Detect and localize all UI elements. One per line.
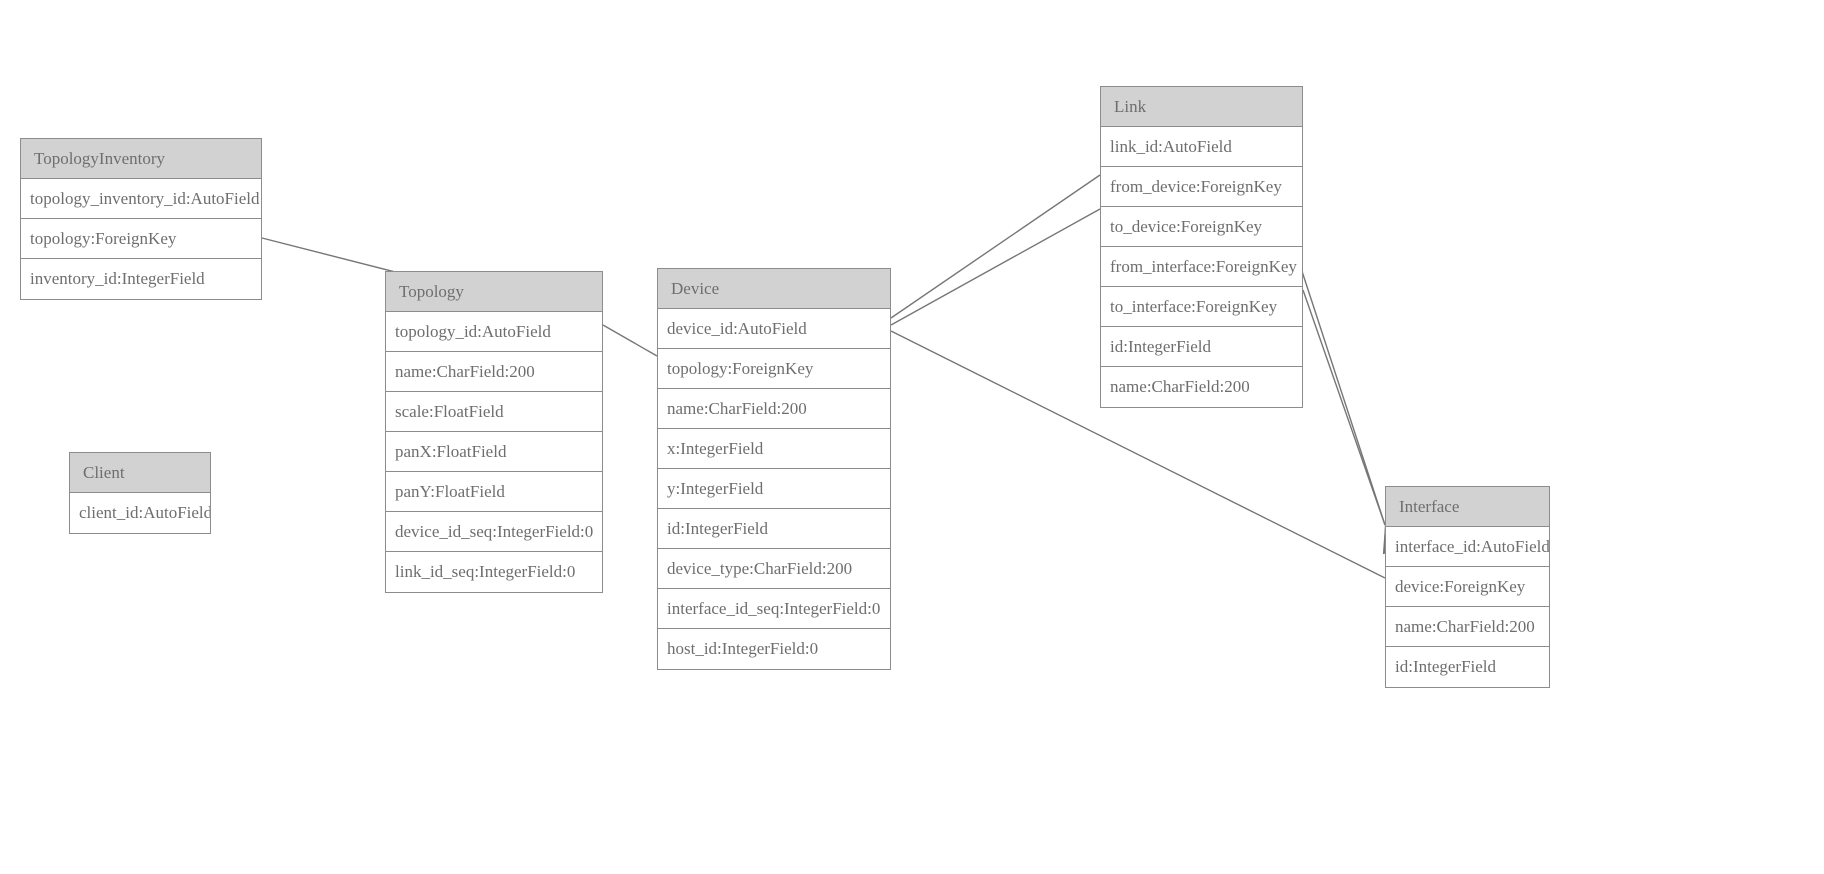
entity-title-interface: Interface	[1386, 487, 1549, 527]
entity-field-row: link_id:AutoField	[1101, 127, 1302, 167]
relation-line	[1297, 258, 1386, 526]
entity-field-row: id:IntegerField	[1386, 647, 1549, 687]
entity-field-row: host_id:IntegerField:0	[658, 629, 890, 669]
entity-title-device: Device	[658, 269, 890, 309]
entity-field-row: name:CharField:200	[1101, 367, 1302, 407]
entity-field-row: panY:FloatField	[386, 472, 602, 512]
entity-field-row: topology_inventory_id:AutoField	[21, 179, 261, 219]
entity-field-row: from_interface:ForeignKey	[1101, 247, 1302, 287]
entity-title-client: Client	[70, 453, 210, 493]
relation-line	[1302, 289, 1386, 526]
entity-title-link: Link	[1101, 87, 1302, 127]
relation-line	[890, 174, 1101, 319]
entity-field-row: interface_id:AutoField	[1386, 527, 1549, 567]
entity-field-row: link_id_seq:IntegerField:0	[386, 552, 602, 592]
entity-field-row: panX:FloatField	[386, 432, 602, 472]
entity-field-row: client_id:AutoField	[70, 493, 210, 533]
entity-fields-client: client_id:AutoField	[70, 493, 210, 533]
entity-field-row: name:CharField:200	[386, 352, 602, 392]
entity-field-row: topology:ForeignKey	[658, 349, 890, 389]
entity-field-row: name:CharField:200	[658, 389, 890, 429]
relation-line	[602, 324, 658, 357]
relation-line	[890, 208, 1101, 326]
entity-field-row: to_interface:ForeignKey	[1101, 287, 1302, 327]
entity-field-row: device_id_seq:IntegerField:0	[386, 512, 602, 552]
entity-field-row: device_type:CharField:200	[658, 549, 890, 589]
relation-link-from-device	[862, 174, 1101, 343]
entity-field-row: from_device:ForeignKey	[1101, 167, 1302, 207]
entity-field-row: topology:ForeignKey	[21, 219, 261, 259]
entity-field-row: device_id:AutoField	[658, 309, 890, 349]
entity-field-row: y:IntegerField	[658, 469, 890, 509]
entity-field-row: name:CharField:200	[1386, 607, 1549, 647]
entity-title-topology: Topology	[386, 272, 602, 312]
entity-field-row: scale:FloatField	[386, 392, 602, 432]
entity-field-row: inventory_id:IntegerField	[21, 259, 261, 299]
relation-link-to-device	[862, 208, 1101, 348]
entity-field-row: topology_id:AutoField	[386, 312, 602, 352]
entity-field-row: device:ForeignKey	[1386, 567, 1549, 607]
entity-title-topology-inventory: TopologyInventory	[21, 139, 261, 179]
entity-field-row: id:IntegerField	[1101, 327, 1302, 367]
entity-field-row: to_device:ForeignKey	[1101, 207, 1302, 247]
entity-field-row: x:IntegerField	[658, 429, 890, 469]
entity-field-row: id:IntegerField	[658, 509, 890, 549]
entity-field-row: interface_id_seq:IntegerField:0	[658, 589, 890, 629]
